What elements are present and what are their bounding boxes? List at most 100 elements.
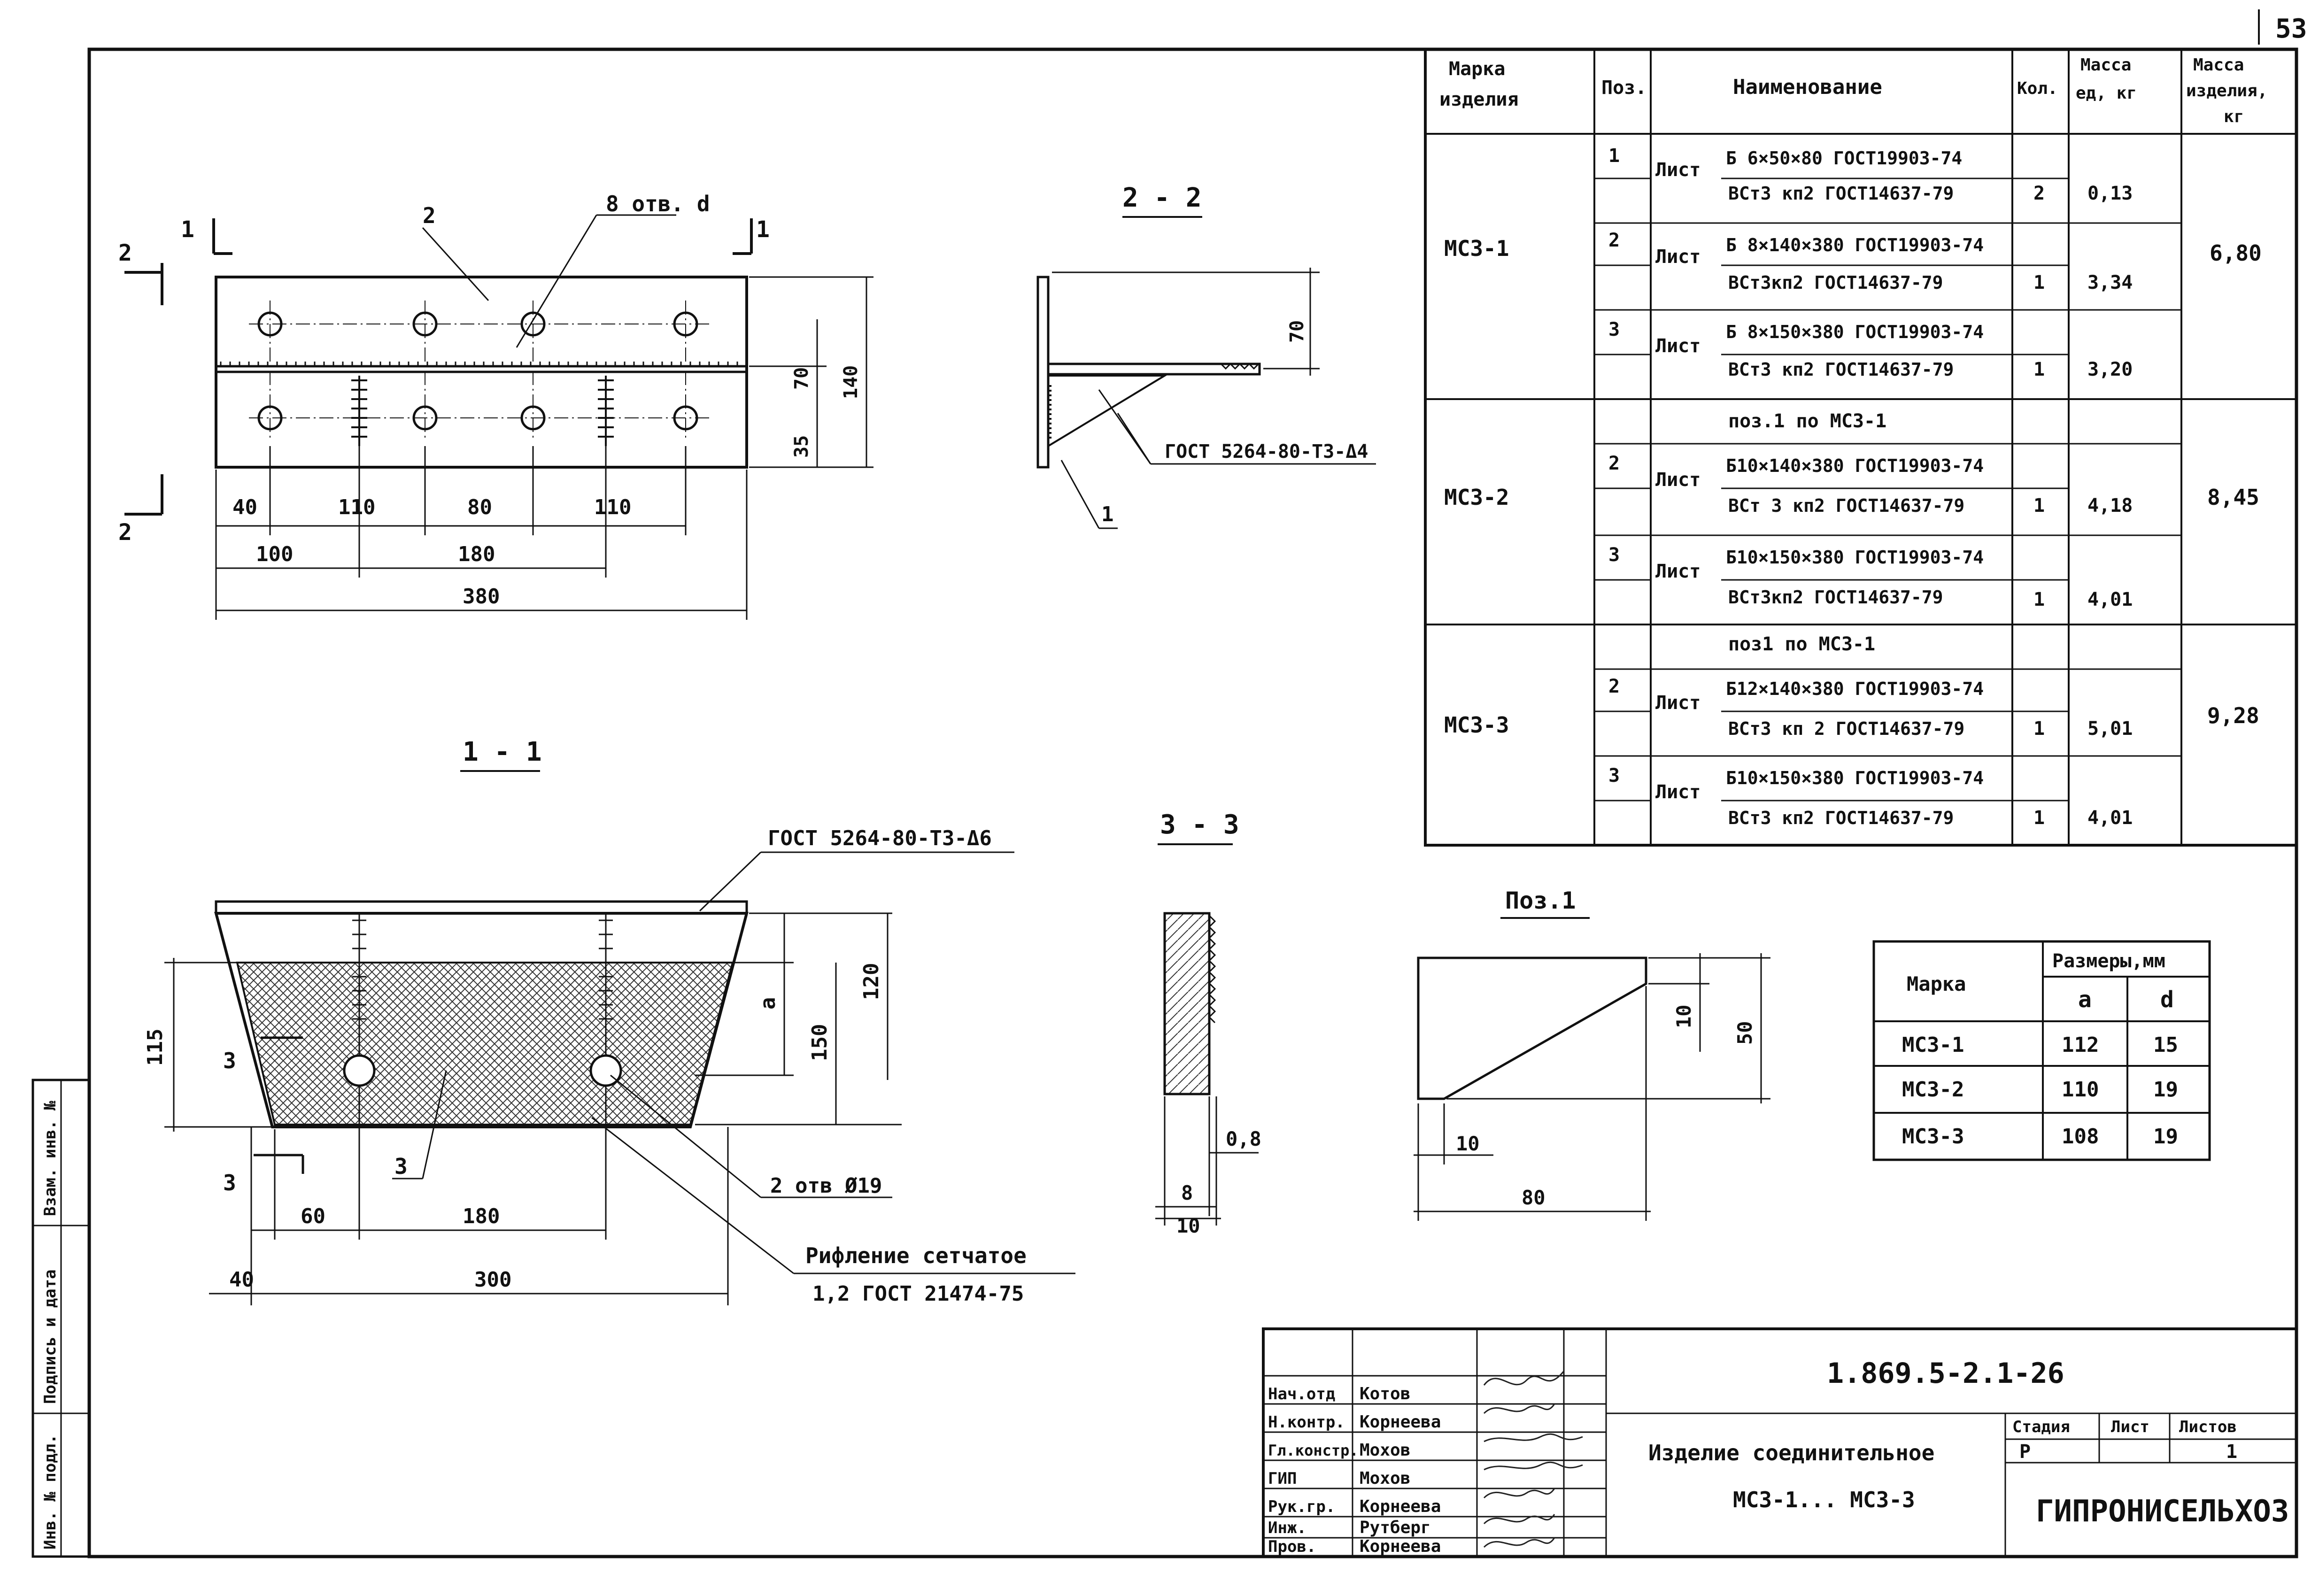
side-stamp: Инв. № подл. Подпись и дата Взам. инв. № — [31, 1079, 91, 1558]
poz1-dim-10-vertical: 10 — [1672, 1004, 1695, 1028]
view-3-3-title: 3 - 3 — [1160, 810, 1239, 840]
spec-h-pos: Поз. — [1601, 77, 1646, 99]
spec-mark-3: МС3-3 — [1444, 712, 1509, 738]
spec-name-2: ВСт3кп2 ГОСТ14637-79 — [1728, 587, 1943, 608]
spec-h-total-3: кг — [2224, 107, 2244, 126]
page-number: 53 — [2275, 14, 2307, 44]
plan-view: 1 1 2 2 2 8 отв. d 40 110 80 110 100 180… — [118, 191, 873, 620]
spec-type: Лист — [1655, 469, 1701, 491]
spec-pos: 3 — [1608, 319, 1620, 340]
sizes-table: Марка Размеры,мм a d МС3-1 112 15 МС3-2 … — [1872, 940, 2211, 1161]
spec-name-2: ВСт3 кп2 ГОСТ14637-79 — [1728, 183, 1954, 204]
spec-mass: 4,01 — [2087, 807, 2133, 829]
view-2-2-title: 2 - 2 — [1122, 183, 1202, 213]
tb-name-2: МС3-1... МС3-3 — [1733, 1487, 1915, 1512]
poz1-title: Поз.1 — [1505, 887, 1576, 914]
spec-h-total-2: изделия, — [2186, 81, 2267, 100]
tb-role: Рук.гр. — [1268, 1497, 1335, 1516]
spec-type: Лист — [1655, 335, 1701, 357]
tb-name-1: Изделие соединительное — [1648, 1440, 1934, 1465]
sizes-a: 108 — [2062, 1125, 2099, 1149]
tb-role: Нач.отд — [1268, 1385, 1335, 1403]
spec-name-2: ВСт3кп2 ГОСТ14637-79 — [1728, 272, 1943, 293]
tb-code: 1.869.5-2.1-26 — [1827, 1357, 2064, 1390]
tb-role: Гл.констр. — [1268, 1442, 1359, 1459]
poz1-dim-80: 80 — [1522, 1186, 1546, 1209]
sizes-h-d: d — [2160, 987, 2174, 1013]
spec-total-1: 6,80 — [2210, 240, 2262, 266]
dim-a: a — [756, 997, 780, 1010]
tb-name: Котов — [1360, 1384, 1410, 1403]
tb-role: Пров. — [1268, 1537, 1316, 1556]
dim-100: 100 — [256, 542, 293, 566]
spec-qty: 2 — [2033, 183, 2045, 204]
spec-type: Лист — [1655, 561, 1701, 582]
sizes-h-a: a — [2078, 987, 2092, 1013]
sizes-a: 110 — [2062, 1078, 2099, 1102]
dim-80: 80 — [467, 495, 492, 519]
spec-type: Лист — [1655, 159, 1701, 181]
dim-8: 8 — [1181, 1181, 1193, 1204]
spec-name-1: Б 8×150×380 ГОСТ19903-74 — [1726, 322, 1984, 342]
spec-name-1: поз1 по МС3-1 — [1728, 633, 1875, 655]
spec-table: Марка изделия Поз. Наименование Кол. Мас… — [1424, 48, 2298, 847]
spec-h-mass: Масса — [2080, 55, 2131, 75]
spec-mark-2: МС3-2 — [1444, 485, 1509, 510]
dim-180: 180 — [458, 542, 495, 566]
spec-name-1: Б10×150×380 ГОСТ19903-74 — [1726, 768, 1984, 788]
pos-3-label: 3 — [394, 1154, 408, 1179]
tb-role: Н.контр. — [1268, 1413, 1345, 1432]
tb-org: ГИПРОНИСЕЛЬХОЗ — [2036, 1494, 2289, 1529]
spec-h-mark: Марка — [1449, 58, 1505, 80]
pos-1-label: 1 — [1101, 502, 1114, 526]
spec-mass: 4,18 — [2087, 495, 2133, 517]
dim-150: 150 — [808, 1024, 832, 1061]
sizes-d: 15 — [2153, 1033, 2178, 1057]
spec-pos: 2 — [1608, 230, 1620, 251]
spec-qty: 1 — [2033, 718, 2045, 740]
spec-h-name: Наименование — [1733, 75, 1882, 99]
holes-label: 8 отв. d — [606, 191, 710, 216]
spec-pos: 2 — [1608, 676, 1620, 697]
view-2-2-dim-70: 70 — [1286, 320, 1308, 343]
sizes-d: 19 — [2153, 1125, 2178, 1149]
spec-mark-1: МС3-1 — [1444, 236, 1509, 261]
spec-h-qty: Кол. — [2017, 79, 2058, 98]
dim-60: 60 — [301, 1204, 325, 1228]
dim-380: 380 — [463, 585, 500, 609]
sizes-mark: МС3-1 — [1902, 1033, 1964, 1057]
tb-role: Инж. — [1268, 1519, 1306, 1537]
view-3-3: 3 - 3 0,8 8 10 — [1155, 810, 1261, 1237]
spec-qty: 1 — [2033, 359, 2045, 380]
spec-mass: 3,20 — [2087, 359, 2133, 380]
stamp-inv-podl: Инв. № подл. — [41, 1434, 60, 1550]
tb-sheet-h: Лист — [2111, 1418, 2149, 1436]
spec-total-3: 9,28 — [2207, 703, 2259, 728]
spec-mass: 0,13 — [2087, 183, 2133, 204]
sizes-h-sizes: Размеры,мм — [2052, 950, 2165, 972]
dim-140: 140 — [840, 365, 862, 399]
spec-name-1: Б 8×140×380 ГОСТ19903-74 — [1726, 235, 1984, 255]
tb-name: Рутберг — [1360, 1518, 1431, 1537]
sizes-mark: МС3-3 — [1902, 1125, 1964, 1149]
spec-pos: 2 — [1608, 453, 1620, 474]
poz1-dim-10-horizontal: 10 — [1456, 1132, 1480, 1155]
spec-mass: 3,34 — [2087, 272, 2133, 293]
dim-35: 35 — [791, 435, 812, 458]
sizes-d: 19 — [2153, 1078, 2178, 1102]
spec-name-1: Б10×140×380 ГОСТ19903-74 — [1726, 455, 1984, 476]
spec-type: Лист — [1655, 692, 1701, 714]
tb-name: Корнеева — [1360, 1497, 1441, 1516]
spec-name-2: ВСт3 кп2 ГОСТ14637-79 — [1728, 359, 1954, 380]
dim-0-8: 0,8 — [1226, 1127, 1261, 1150]
spec-name-2: ВСт3 кп 2 ГОСТ14637-79 — [1728, 718, 1964, 739]
spec-qty: 1 — [2033, 589, 2045, 610]
sheet-frame — [87, 47, 2298, 1558]
spec-name-2: ВСт 3 кп2 ГОСТ14637-79 — [1728, 495, 1964, 516]
sizes-a: 112 — [2062, 1033, 2099, 1057]
view-2-2: 2 - 2 70 ГОСТ 5264-80-Т3-Δ4 1 — [1036, 183, 1376, 529]
spec-h-total: Масса — [2193, 55, 2244, 75]
spec-mass: 4,01 — [2087, 589, 2133, 610]
weld-label-4: ГОСТ 5264-80-Т3-Δ4 — [1165, 441, 1368, 463]
